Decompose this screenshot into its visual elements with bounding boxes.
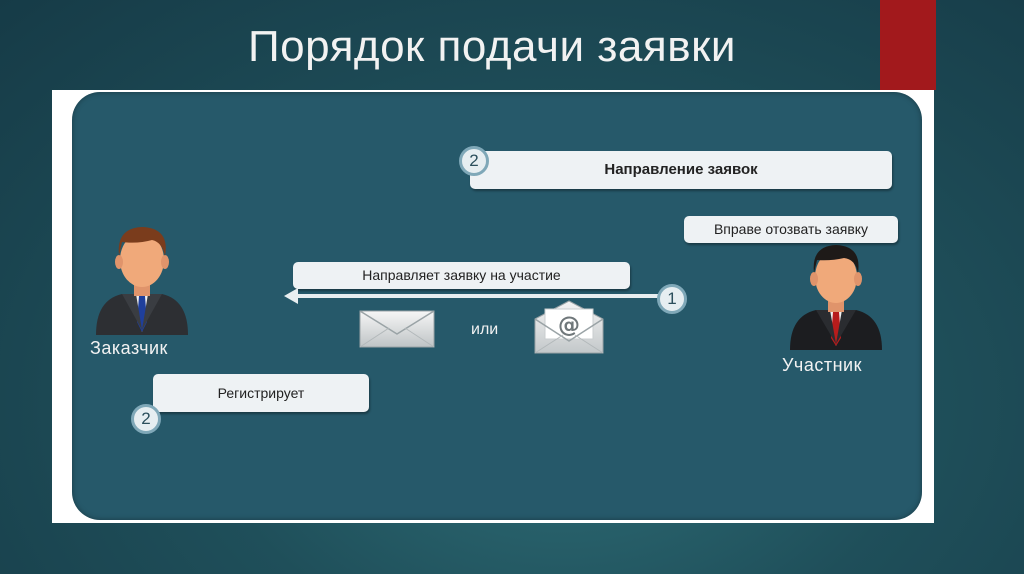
register-label: Регистрирует bbox=[217, 385, 305, 401]
slide-title: Порядок подачи заявки bbox=[248, 22, 736, 71]
red-accent-bar bbox=[880, 0, 936, 90]
step-badge-top: 2 bbox=[459, 146, 489, 176]
send-application-box: Направляет заявку на участие bbox=[293, 262, 630, 289]
step-badge-bottom: 2 bbox=[131, 404, 161, 434]
participant-label: Участник bbox=[782, 355, 862, 375]
svg-text:@: @ bbox=[558, 313, 580, 338]
register-box: Регистрирует bbox=[153, 374, 369, 412]
arrow-head-icon bbox=[284, 288, 298, 304]
send-application-label: Направляет заявку на участие bbox=[362, 267, 561, 283]
customer-label: Заказчик bbox=[90, 338, 168, 358]
direction-label: Направление заявок bbox=[604, 161, 758, 178]
withdraw-box: Вправе отозвать заявку bbox=[684, 216, 898, 243]
step-badge-1: 1 bbox=[657, 284, 687, 314]
withdraw-label: Вправе отозвать заявку bbox=[713, 221, 869, 237]
customer-person-icon bbox=[96, 227, 188, 335]
arrow-line bbox=[296, 294, 658, 298]
or-label: или bbox=[471, 321, 499, 338]
email-icon: @ bbox=[534, 300, 604, 354]
direction-box: Направление заявок bbox=[470, 151, 892, 189]
participant-person-icon bbox=[790, 245, 882, 350]
envelope-icon bbox=[359, 310, 435, 348]
